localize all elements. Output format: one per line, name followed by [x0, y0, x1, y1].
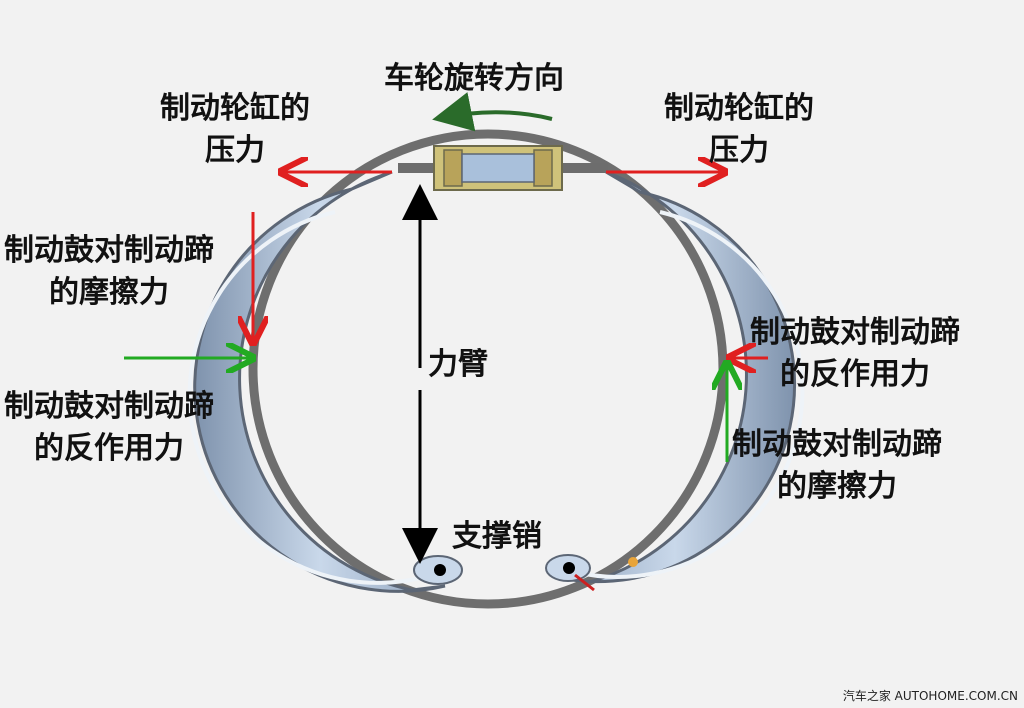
lever-arm-text: 力臂	[428, 347, 488, 382]
left-friction-label: 制动鼓对制动蹄 的摩擦力	[4, 230, 214, 314]
left-reaction-label: 制动鼓对制动蹄 的反作用力	[4, 386, 214, 470]
left-friction-line-2: 的摩擦力	[49, 275, 169, 310]
right-reaction-line-1: 制动鼓对制动蹄	[750, 315, 960, 350]
right-brake-shoe	[554, 170, 797, 584]
pivot-pins	[413, 554, 638, 592]
right-pressure-label: 制动轮缸的 压力	[664, 88, 814, 172]
pivot-pin-label: 支撑销	[452, 516, 542, 558]
right-pressure-line-1: 制动轮缸的	[664, 91, 814, 126]
left-pressure-line-1: 制动轮缸的	[160, 91, 310, 126]
right-pressure-line-2: 压力	[709, 133, 769, 168]
wheel-cylinder	[398, 145, 608, 191]
right-reaction-label: 制动鼓对制动蹄 的反作用力	[750, 312, 960, 396]
rotation-label: 车轮旋转方向	[384, 58, 564, 100]
lever-arm-label: 力臂	[428, 344, 488, 386]
right-friction-line-2: 的摩擦力	[777, 469, 897, 504]
right-friction-label: 制动鼓对制动蹄 的摩擦力	[732, 424, 942, 508]
right-friction-line-1: 制动鼓对制动蹄	[732, 427, 942, 462]
rotation-text: 车轮旋转方向	[384, 61, 564, 96]
left-reaction-line-2: 的反作用力	[34, 431, 184, 466]
left-pressure-line-2: 压力	[205, 133, 265, 168]
left-reaction-line-1: 制动鼓对制动蹄	[4, 389, 214, 424]
right-reaction-line-2: 的反作用力	[780, 357, 930, 392]
rotation-arrow	[432, 92, 553, 132]
pivot-pin-text: 支撑销	[452, 519, 542, 554]
watermark: 汽车之家 AUTOHOME.COM.CN	[842, 689, 1018, 703]
left-friction-line-1: 制动鼓对制动蹄	[4, 233, 214, 268]
left-shoe-web	[187, 210, 421, 585]
right-shoe-web	[574, 210, 805, 579]
left-pressure-label: 制动轮缸的 压力	[160, 88, 310, 172]
